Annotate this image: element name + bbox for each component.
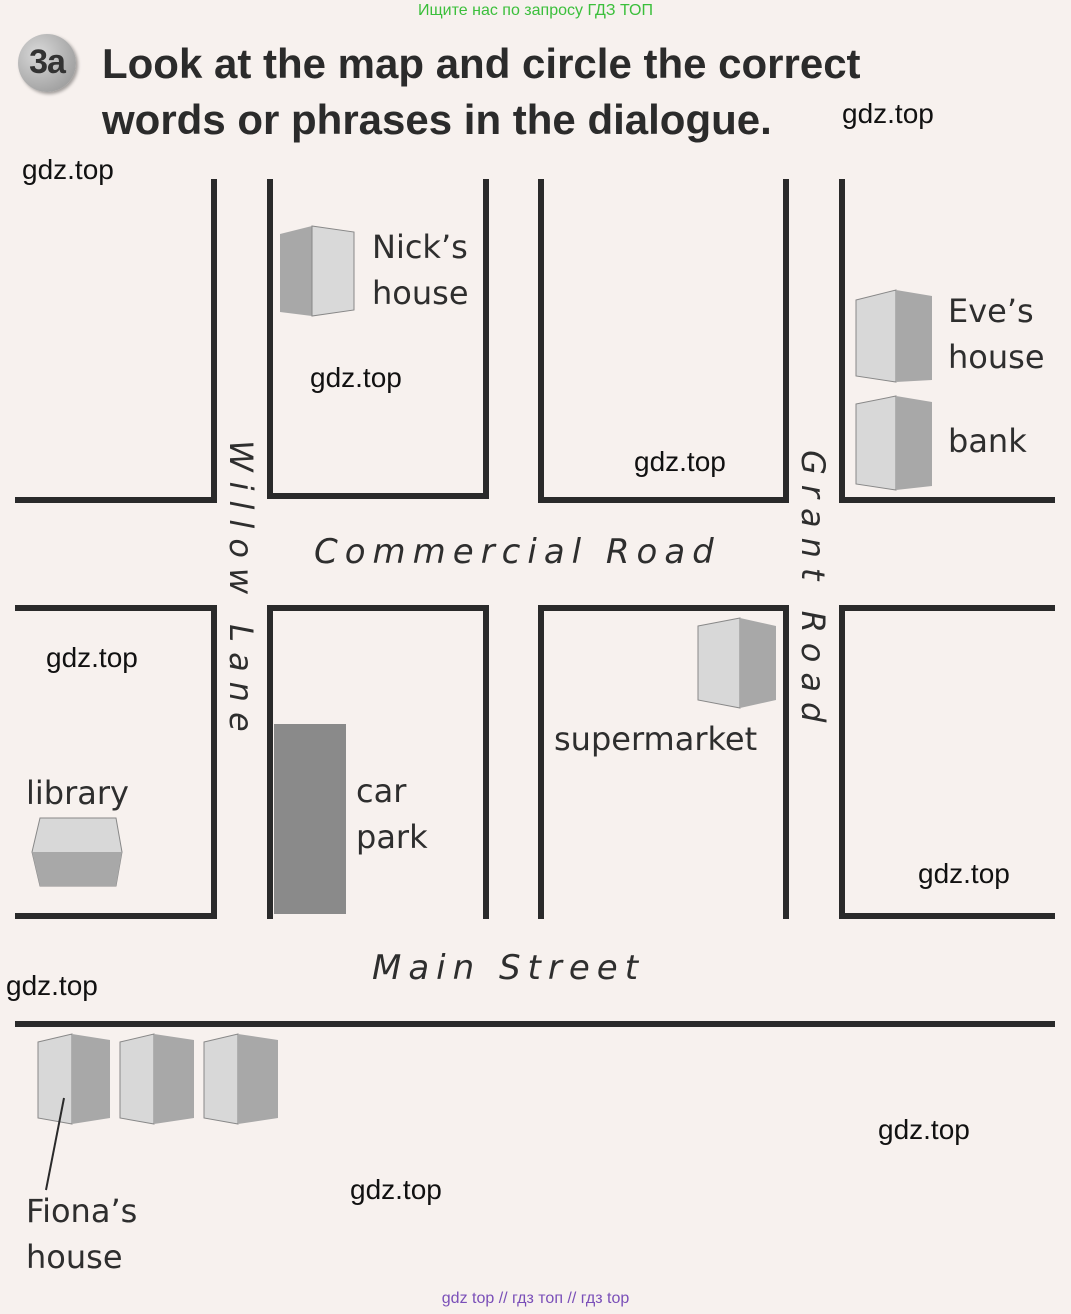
watermark: gdz.top	[46, 642, 138, 673]
block-outline-eve	[839, 179, 1055, 503]
exercise-title: Look at the map and circle the correct w…	[102, 36, 1002, 148]
block-outline-top-middle	[538, 179, 789, 503]
exercise-number-badge: 3a	[18, 34, 76, 92]
watermark: gdz.top	[842, 98, 934, 129]
block-outline-library	[15, 605, 217, 919]
label-carpark-line2: park	[356, 818, 428, 856]
exercise-title-line2: words or phrases in the dialogue.	[102, 96, 772, 143]
label-bank: bank	[948, 422, 1027, 460]
label-fiona-line1: Fiona’s	[26, 1192, 138, 1230]
search-hint-link[interactable]: Ищите нас по запросу ГДЗ ТОП	[418, 2, 653, 19]
street-main-street: Main Street	[372, 948, 646, 988]
street-commercial-road: Commercial Road	[314, 532, 721, 572]
block-outline-bottom-right	[839, 605, 1055, 919]
building-fiona	[37, 1033, 110, 1125]
label-library: library	[26, 774, 129, 812]
footer-links[interactable]: gdz top // гдз топ // гдз top	[441, 1290, 630, 1307]
label-eve-line2: house	[948, 338, 1045, 376]
watermark: gdz.top	[22, 154, 114, 185]
watermark: gdz.top	[6, 970, 98, 1001]
building-row-3	[203, 1033, 278, 1125]
block-outline-nick	[267, 179, 489, 499]
label-fiona-line2: house	[26, 1238, 123, 1276]
block-outline-top-left	[15, 179, 217, 503]
exercise-title-line1: Look at the map and circle the correct	[102, 40, 861, 87]
block-outline-carpark	[267, 605, 489, 919]
building-library	[31, 817, 123, 887]
carpark-area	[274, 724, 346, 914]
watermark: gdz.top	[918, 858, 1010, 889]
label-carpark-line1: car	[356, 772, 407, 810]
label-nick-line1: Nick’s	[372, 228, 468, 266]
building-row-2	[119, 1033, 194, 1125]
watermark: gdz.top	[310, 362, 402, 393]
watermark: gdz.top	[878, 1114, 970, 1145]
street-willow-lane: Willow Lane	[222, 440, 260, 742]
label-car-park: car park	[356, 768, 428, 860]
label-nick-house: Nick’s house	[372, 224, 469, 316]
watermark: gdz.top	[634, 446, 726, 477]
building-eve	[855, 289, 932, 383]
building-bank	[855, 395, 932, 491]
street-grant-road: Grant Road	[794, 450, 832, 733]
building-supermarket	[697, 617, 776, 709]
label-eve-house: Eve’s house	[948, 288, 1045, 380]
fiona-pointer-line	[45, 1097, 65, 1191]
label-supermarket: supermarket	[554, 720, 758, 758]
label-fiona-house: Fiona’s house	[26, 1188, 137, 1280]
building-nick	[280, 225, 355, 317]
watermark: gdz.top	[350, 1174, 442, 1205]
label-eve-line1: Eve’s	[948, 292, 1034, 330]
block-outline-supermarket	[538, 605, 789, 919]
label-nick-line2: house	[372, 274, 469, 312]
